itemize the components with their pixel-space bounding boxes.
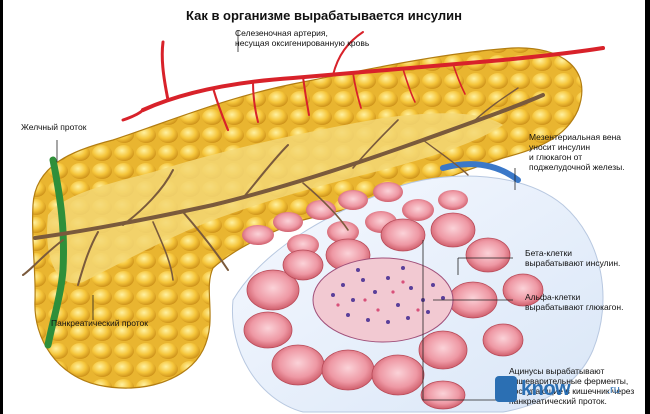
watermark-suffix: .ru [607, 384, 620, 396]
watermark-logo: know .ru [489, 374, 639, 410]
watermark-text: know [521, 378, 571, 400]
label-pancreatic-duct: Панкреатический проток [51, 318, 148, 328]
watermark-icon [495, 376, 517, 402]
label-line: Мезентериальная вена [529, 132, 622, 142]
label-line: Бета-клетки [525, 248, 572, 258]
leader-lines [56, 30, 516, 401]
label-line: вырабатывают глюкагон. [525, 302, 624, 312]
pancreatic-duct [22, 87, 545, 286]
acini-small-cluster [242, 182, 468, 256]
label-line: поступающие в кишечник через [509, 386, 635, 396]
label-line: Селезеночная артерия, [235, 28, 328, 38]
page-title: Как в организме вырабатывается инсулин [186, 8, 462, 23]
bile-duct [44, 156, 68, 349]
label-line: Панкреатический проток [51, 318, 148, 328]
label-line: несущая оксигенированную кровь [235, 38, 370, 48]
illustration-canvas: Как в организме вырабатывается инсулин С… [3, 0, 645, 414]
label-mesenteric-vein: Мезентериальная вена уносит инсулин и гл… [529, 132, 625, 172]
label-splenic-artery: Селезеночная артерия, несущая оксигениро… [235, 28, 369, 48]
pancreas-illustration [22, 30, 605, 413]
label-line: уносит инсулин [529, 142, 591, 152]
islet-of-langerhans [312, 257, 454, 343]
label-line: Желчный проток [21, 122, 87, 132]
label-beta-cells: Бета-клетки вырабатывают инсулин. [525, 248, 620, 268]
label-line: Альфа-клетки [525, 292, 581, 302]
label-line: пищеварительные ферменты, [509, 376, 629, 386]
label-line: и глюкагон от [529, 152, 583, 162]
label-line: поджелудочной железы. [529, 162, 625, 172]
label-alpha-cells: Альфа-клетки вырабатывают глюкагон. [525, 292, 623, 312]
label-acini: Ацинусы вырабатывают пищеварительные фер… [509, 366, 634, 406]
label-line: панкреатический проток. [509, 396, 607, 406]
mesenteric-vein [440, 161, 521, 183]
label-line: Ацинусы вырабатывают [509, 366, 605, 376]
label-line: вырабатывают инсулин. [525, 258, 621, 268]
label-bile-duct: Желчный проток [21, 122, 86, 132]
splenic-artery [121, 31, 605, 132]
